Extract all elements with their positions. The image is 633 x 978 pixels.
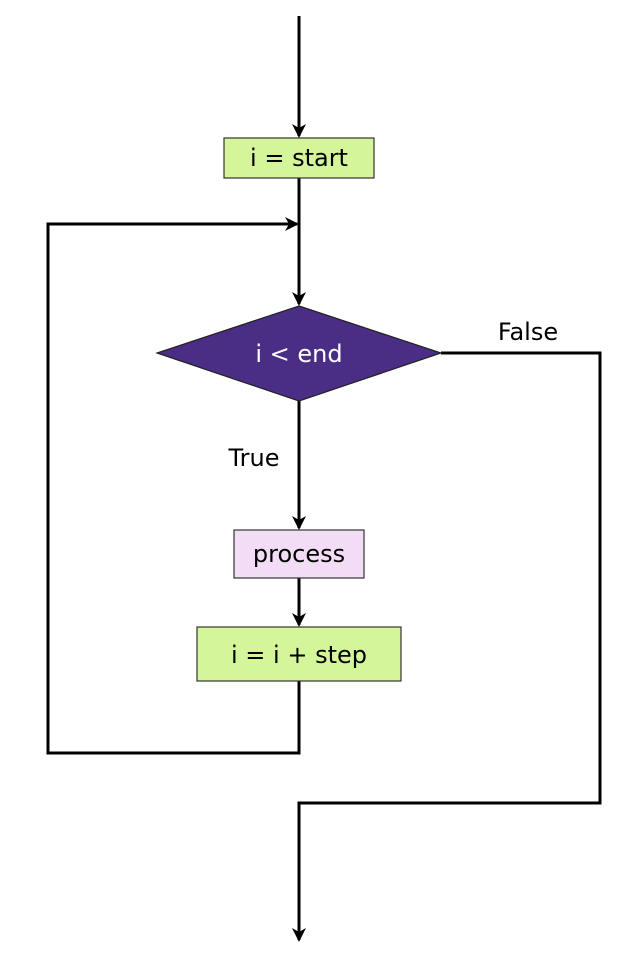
node-init[interactable]: i = start	[223, 137, 375, 179]
node-condition[interactable]: i < end	[155, 305, 443, 402]
node-update-box	[196, 626, 402, 682]
node-process[interactable]: process	[233, 529, 365, 579]
node-init-label: i = start	[250, 144, 348, 172]
node-update-label: i = i + step	[231, 641, 367, 669]
edge-loop-back	[46, 217, 301, 755]
node-process-label: process	[253, 540, 345, 568]
node-process-box	[233, 529, 365, 579]
node-init-box	[223, 137, 375, 179]
edge-label-true: True	[228, 444, 280, 472]
node-condition-diamond	[155, 305, 443, 402]
edge-cond-false-exit	[292, 351, 602, 942]
node-update[interactable]: i = i + step	[196, 626, 402, 682]
edge-label-false: False	[498, 318, 558, 346]
node-condition-label: i < end	[255, 340, 342, 368]
